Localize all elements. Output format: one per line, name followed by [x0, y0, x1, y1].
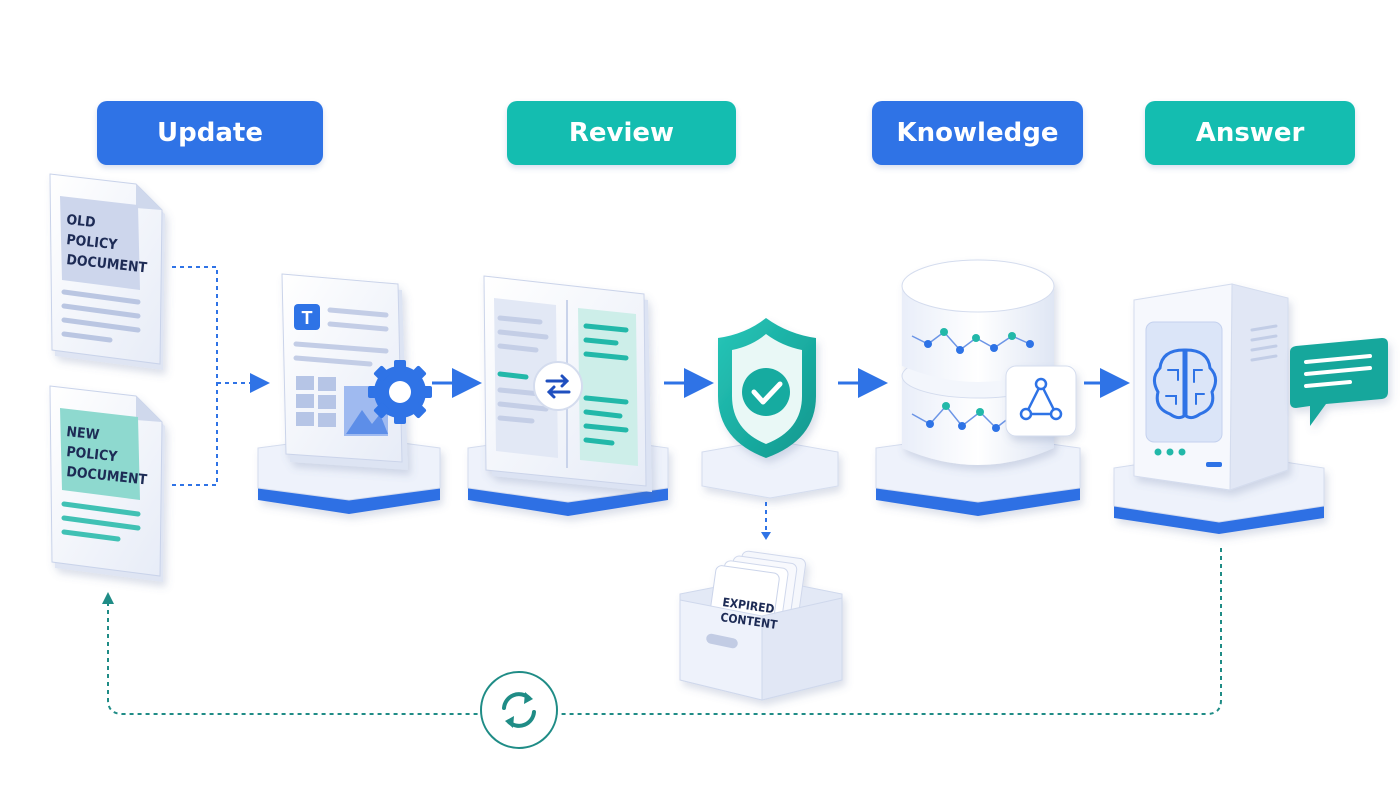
feedback-loop-connector: [107, 548, 1222, 715]
loop-arrowhead: [102, 592, 114, 604]
stage-review-label: Review: [568, 118, 675, 148]
stage-update: Update: [97, 101, 323, 165]
old-doc-line-2: POLICY: [66, 232, 119, 253]
stage-knowledge: Knowledge: [872, 101, 1083, 165]
stage-update-label: Update: [157, 118, 263, 148]
stage-review: Review: [507, 101, 736, 165]
new-policy-document: [49, 385, 165, 582]
old-policy-document: [49, 173, 165, 370]
new-doc-line-1: NEW: [66, 424, 101, 443]
graph-node-icon: [1005, 365, 1077, 437]
stage-answer-label: Answer: [1195, 118, 1305, 148]
old-doc-line-1: OLD: [66, 212, 97, 231]
shield-check-icon: [718, 318, 816, 458]
new-doc-line-2: POLICY: [66, 444, 119, 465]
refresh-icon: [480, 671, 558, 749]
swap-icon: [533, 361, 583, 411]
brain-icon: [1153, 348, 1217, 420]
stage-answer: Answer: [1145, 101, 1355, 165]
gear-icon: [368, 360, 432, 424]
editor-letter: T: [302, 308, 313, 328]
chat-bubble-icon: [1290, 338, 1388, 426]
stage-knowledge-label: Knowledge: [896, 118, 1059, 148]
expired-content-archive: [679, 550, 843, 701]
arrow-to-archive: [761, 502, 771, 540]
merge-connector: [172, 266, 270, 486]
